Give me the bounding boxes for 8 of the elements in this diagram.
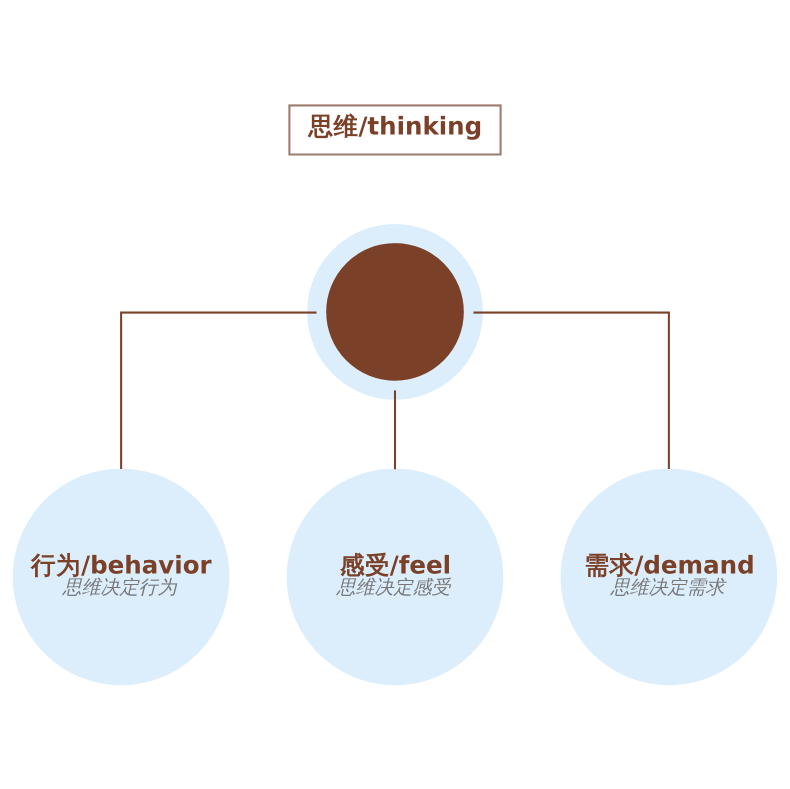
connector xyxy=(473,311,670,468)
connector xyxy=(120,311,317,468)
node-circle: 需求/demand 思维决定需求 xyxy=(560,468,778,685)
connector xyxy=(394,390,396,469)
node-circle xyxy=(307,224,483,400)
node-circle: 感受/feel 思维决定感受 xyxy=(286,468,504,685)
node-box: 思维/thinking xyxy=(288,104,502,156)
node-circle: 行为/behavior 思维决定行为 xyxy=(12,468,230,685)
